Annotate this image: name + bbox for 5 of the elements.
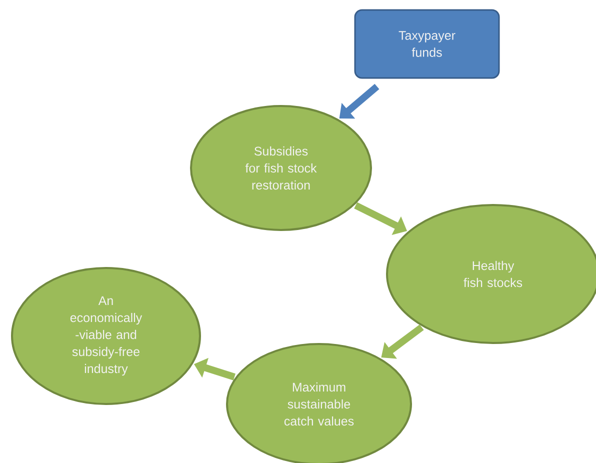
ellipse-node: Healthy fish stocks	[386, 204, 596, 344]
ellipse-node: An economically -viable and subsidy-free industry	[11, 267, 201, 405]
ellipse-node: Subsidies for fish stock restoration	[190, 105, 372, 231]
ellipse-node: Maximum sustainable catch values	[226, 343, 412, 463]
rounded-box: Taxypayer funds	[354, 9, 500, 79]
